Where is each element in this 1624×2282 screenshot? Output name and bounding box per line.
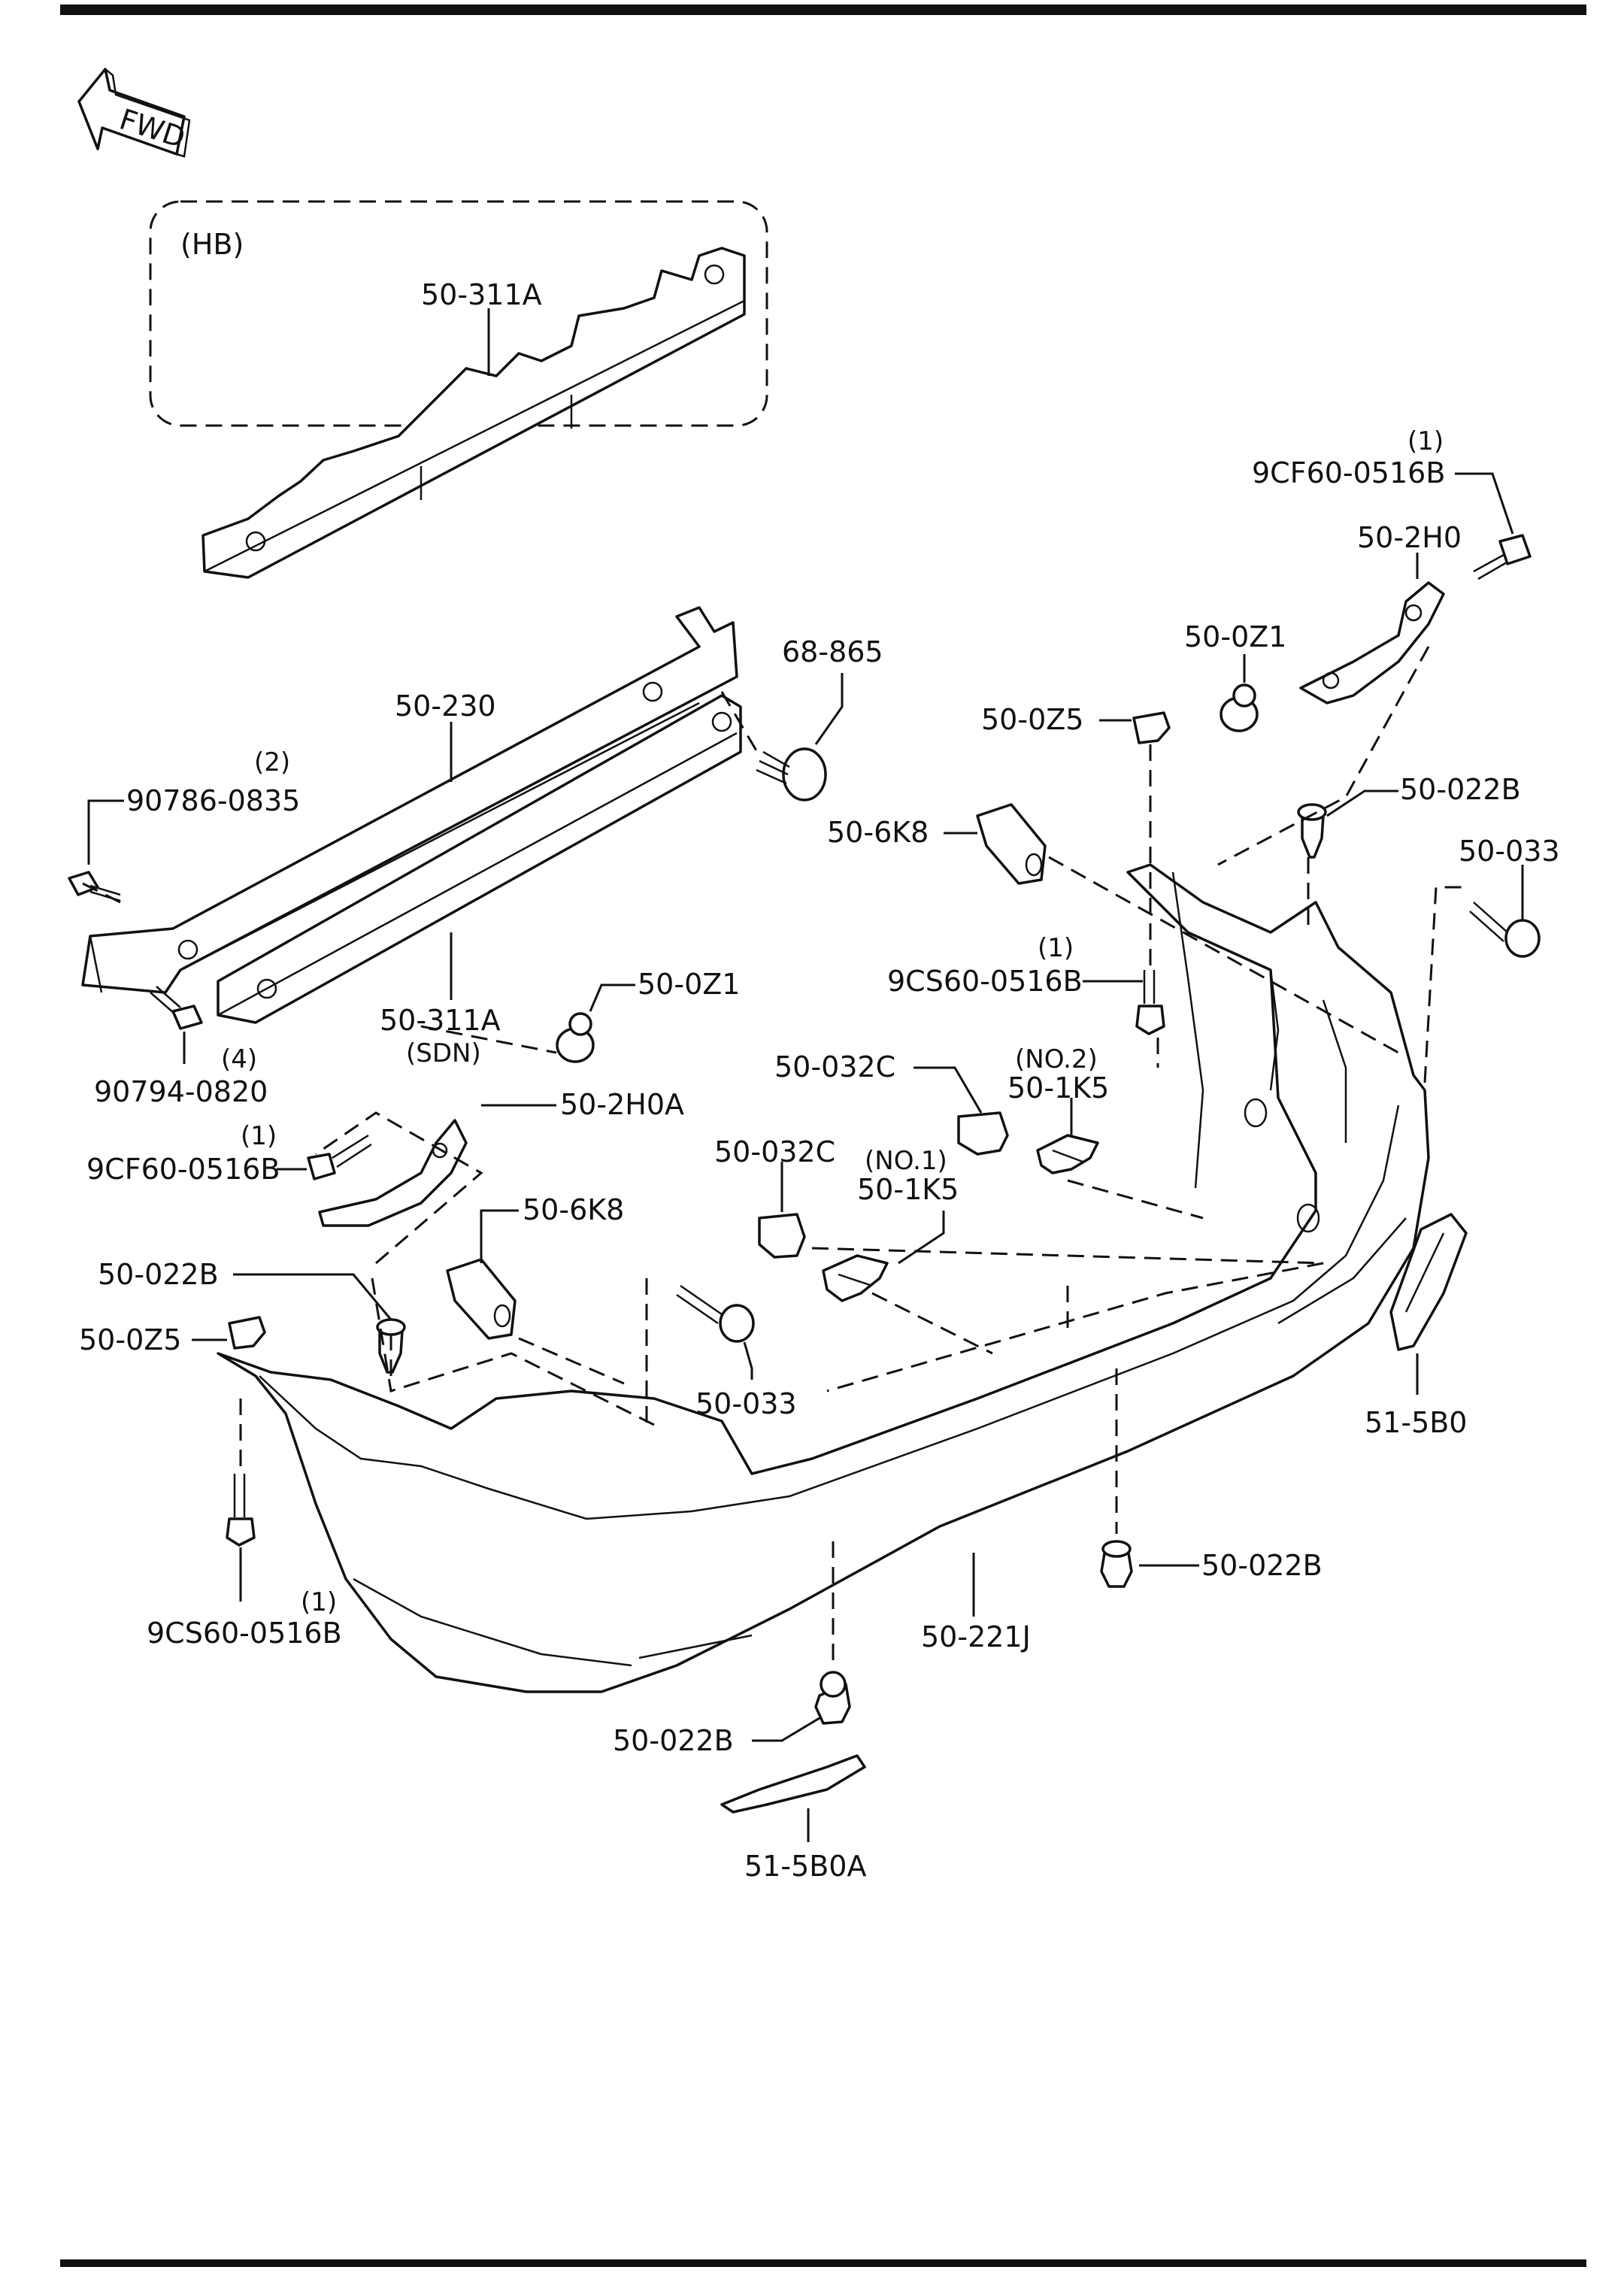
- label-50-022B-tr: 50-022B: [1400, 773, 1521, 806]
- fwd-arrow-icon: FWD: [77, 68, 191, 158]
- hb-label: (HB): [180, 228, 244, 261]
- clip-50-0Z1-tr: [1220, 683, 1259, 732]
- screw-50-033-r: [1469, 902, 1541, 958]
- label-90794: 90794-0820: [94, 1075, 268, 1108]
- label-90786: 90786-0835: [126, 784, 300, 817]
- bumper-reinforcement-part: [81, 606, 738, 994]
- label-9CF60-tr: 9CF60-0516B: [1252, 456, 1445, 489]
- clip-50-0Z5-l: [228, 1316, 266, 1350]
- clip-50-0Z5-top: [1132, 711, 1171, 744]
- label-50-221J: 50-221J: [921, 1620, 1031, 1653]
- reflector-51-5B0: [1389, 1213, 1468, 1351]
- qty-50-1K5-no2: (NO.2): [1015, 1044, 1098, 1074]
- label-50-311A-hb: 50-311A: [421, 278, 542, 311]
- label-50-0Z5-l: 50-0Z5: [79, 1323, 181, 1356]
- label-68-865: 68-865: [782, 635, 883, 668]
- label-51-5B0: 51-5B0: [1365, 1406, 1468, 1439]
- holder-50-6K8-mid: [446, 1258, 517, 1340]
- clip-50-1K5-no2: [1036, 1134, 1099, 1174]
- label-50-230: 50-230: [395, 689, 496, 723]
- bottom-rule: [60, 2259, 1586, 2267]
- label-50-032C-r: 50-032C: [774, 1050, 895, 1083]
- label-50-1K5-no2: 50-1K5: [1007, 1071, 1109, 1105]
- label-50-311A-sdn: 50-311A: [380, 1004, 501, 1037]
- label-50-6K8-mid: 50-6K8: [523, 1193, 624, 1226]
- label-50-1K5-no1: 50-1K5: [857, 1173, 959, 1206]
- qty-90794: (4): [221, 1044, 257, 1074]
- label-50-0Z5-top: 50-0Z5: [981, 703, 1083, 736]
- label-9CF60-l: 9CF60-0516B: [86, 1153, 280, 1186]
- bracket-50-2H0A: [318, 1119, 468, 1227]
- qty-9CS60-bl: (1): [301, 1587, 337, 1617]
- sdn-absorber-part: [217, 694, 742, 1024]
- bolt-9CS60-bl: [226, 1474, 256, 1547]
- label-50-033-r: 50-033: [1459, 835, 1560, 868]
- label-50-022B-l: 50-022B: [98, 1258, 219, 1291]
- qty-9CF60-tr: (1): [1407, 426, 1444, 456]
- label-50-0Z1-mid: 50-0Z1: [638, 968, 740, 1001]
- bolt-90786: [68, 871, 121, 902]
- bolt-90794: [150, 986, 203, 1030]
- clip-68-865: [756, 747, 827, 802]
- assembly-guide-lines: [82, 646, 1466, 1669]
- label-9CS60-bl: 9CS60-0516B: [147, 1617, 342, 1650]
- label-50-022B-b: 50-022B: [613, 1724, 734, 1757]
- holder-50-6K8-top: [976, 803, 1047, 885]
- bracket-50-2H0: [1299, 581, 1445, 705]
- bumper-cover-50-221J: [217, 863, 1430, 1693]
- screw-50-033-mid: [676, 1284, 755, 1343]
- hb-absorber-part: [201, 247, 746, 579]
- bolt-9CF60-tr: [1473, 534, 1532, 580]
- qty-90786: (2): [254, 747, 290, 777]
- reflector-51-5B0A: [720, 1754, 866, 1814]
- label-50-2H0A: 50-2H0A: [560, 1088, 684, 1121]
- clip-50-0Z1-mid: [556, 1012, 595, 1063]
- label-51-5B0A: 51-5B0A: [744, 1850, 866, 1883]
- label-50-6K8-top: 50-6K8: [827, 816, 929, 849]
- label-50-032C-l: 50-032C: [714, 1135, 835, 1168]
- label-50-0Z1-tr: 50-0Z1: [1184, 620, 1286, 653]
- qty-9CF60-l: (1): [241, 1121, 277, 1151]
- clip-50-022B-b: [814, 1671, 851, 1725]
- connector-50-032C-l: [758, 1213, 806, 1259]
- label-50-022B-r: 50-022B: [1201, 1549, 1323, 1582]
- clip-50-022B-r: [1100, 1540, 1133, 1588]
- qty-9CS60-mid: (1): [1038, 933, 1074, 963]
- bolt-9CS60-mid: [1135, 970, 1165, 1035]
- label-50-033-mid: 50-033: [695, 1387, 797, 1420]
- sdn-label: (SDN): [406, 1038, 481, 1068]
- clip-50-022B-tr: [1297, 803, 1327, 859]
- label-9CS60-mid: 9CS60-0516B: [887, 965, 1083, 998]
- label-50-2H0: 50-2H0: [1357, 521, 1462, 554]
- connector-50-032C-r: [957, 1111, 1009, 1156]
- clip-50-1K5-no1: [822, 1254, 889, 1302]
- bolt-9CF60-l: [307, 1134, 372, 1180]
- top-rule: [60, 5, 1586, 15]
- qty-50-1K5-no1: (NO.1): [865, 1146, 947, 1176]
